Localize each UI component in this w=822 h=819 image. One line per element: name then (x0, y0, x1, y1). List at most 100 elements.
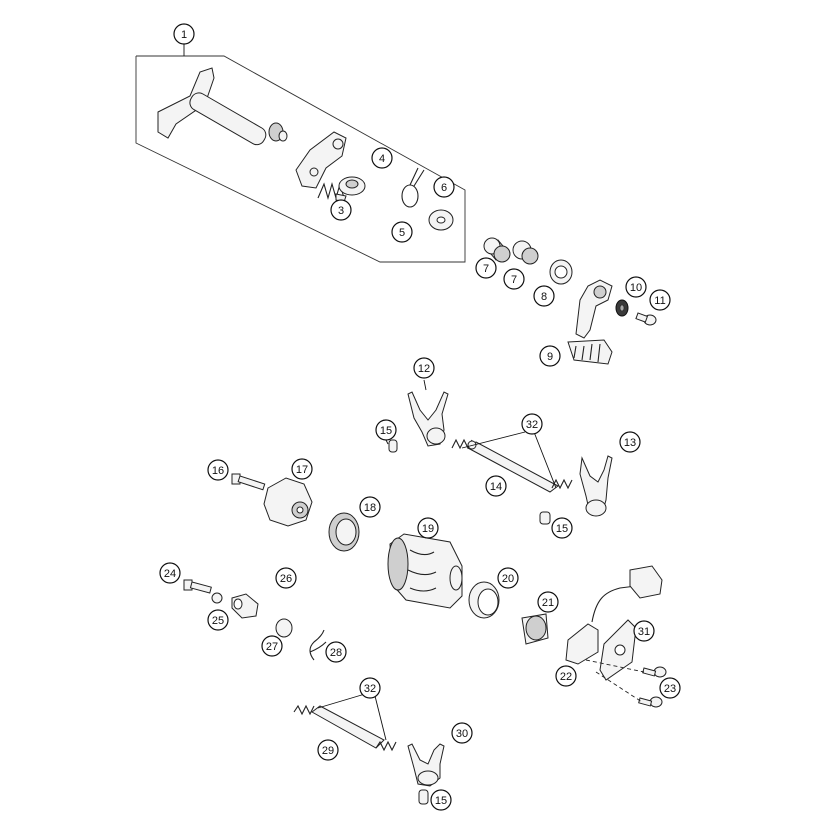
svg-text:6: 6 (441, 182, 447, 194)
shift-lever-9 (567, 279, 613, 365)
svg-text:13: 13 (624, 437, 636, 449)
callout-20: 20 (497, 567, 519, 589)
callout-1: 1 (173, 23, 195, 45)
svg-text:15: 15 (435, 795, 447, 807)
pin-15a (388, 439, 398, 453)
pin-15c (418, 789, 429, 805)
roller-27 (275, 618, 293, 638)
svg-text:18: 18 (364, 502, 376, 514)
washer-25 (211, 592, 223, 604)
svg-text:19: 19 (422, 523, 434, 535)
callout-22: 22 (555, 665, 577, 687)
screw-23b (638, 696, 663, 708)
svg-text:4: 4 (379, 153, 385, 165)
gear-sensor-22 (565, 565, 663, 665)
svg-text:27: 27 (266, 641, 278, 653)
screw-23a (642, 666, 667, 678)
spring-near-fork-13 (551, 478, 573, 490)
callout-14: 14 (485, 475, 507, 497)
shift-fork-12 (407, 391, 449, 447)
callout-29: 29 (317, 739, 339, 761)
svg-text:1: 1 (181, 29, 187, 41)
callout-11: 11 (649, 289, 671, 311)
svg-text:26: 26 (280, 573, 292, 585)
callout-4: 4 (371, 147, 393, 169)
svg-text:14: 14 (490, 481, 502, 493)
callout-27: 27 (261, 635, 283, 657)
svg-text:30: 30 (456, 728, 468, 740)
callout-24: 24 (159, 562, 181, 584)
callout-9: 9 (539, 345, 561, 367)
bracket-31 (599, 619, 637, 681)
callout-12: 12 (413, 357, 435, 379)
callout-15b: 15 (551, 517, 573, 539)
svg-text:8: 8 (541, 291, 547, 303)
svg-text:9: 9 (547, 351, 553, 363)
shift-lever-plate (295, 131, 347, 189)
callout-32b: 32 (359, 677, 381, 699)
callout-21: 21 (537, 591, 559, 613)
svg-text:28: 28 (330, 647, 342, 659)
callout-15c: 15 (430, 789, 452, 811)
svg-text:7: 7 (483, 263, 489, 275)
lever-26 (231, 593, 259, 619)
fork-shaft-14 (467, 440, 559, 493)
callout-23: 23 (659, 677, 681, 699)
assembly-frame (135, 55, 466, 263)
bushing-7a (483, 237, 511, 263)
svg-text:15: 15 (380, 425, 392, 437)
bolt-16 (231, 473, 266, 491)
svg-text:23: 23 (664, 683, 676, 695)
bolt-24 (183, 579, 212, 594)
svg-text:32: 32 (526, 419, 538, 431)
bushing-7b (512, 240, 539, 265)
svg-text:29: 29 (322, 745, 334, 757)
svg-text:21: 21 (542, 597, 554, 609)
washer-6 (428, 209, 454, 231)
svg-text:7: 7 (511, 274, 517, 286)
svg-text:12: 12 (418, 363, 430, 375)
sensor-cap-21 (521, 613, 549, 645)
callout-15a: 15 (375, 419, 397, 441)
svg-text:32: 32 (364, 683, 376, 695)
callout-19: 19 (417, 517, 439, 539)
shift-shaft-part (157, 67, 288, 146)
ratchet-part-4 (335, 176, 366, 203)
callout-3: 3 (330, 199, 352, 221)
shift-fork-30 (407, 743, 445, 787)
callout-5: 5 (391, 221, 413, 243)
svg-text:17: 17 (296, 464, 308, 476)
svg-text:24: 24 (164, 568, 176, 580)
callout-28: 28 (325, 641, 347, 663)
callout-17: 17 (291, 458, 313, 480)
callout-7a: 7 (475, 257, 497, 279)
svg-text:16: 16 (212, 465, 224, 477)
svg-text:20: 20 (502, 573, 514, 585)
svg-text:11: 11 (654, 295, 665, 307)
svg-text:5: 5 (399, 227, 405, 239)
callout-26: 26 (275, 567, 297, 589)
callout-18: 18 (359, 496, 381, 518)
callout-16: 16 (207, 459, 229, 481)
svg-text:22: 22 (560, 671, 572, 683)
bearing-18 (328, 512, 360, 552)
screw-11 (635, 312, 657, 326)
locator-17 (263, 477, 313, 527)
callout-13: 13 (619, 431, 641, 453)
callout-25: 25 (207, 609, 229, 631)
shift-drum-19 (387, 533, 463, 609)
callout-10: 10 (625, 276, 647, 298)
spring-clip-5 (401, 167, 425, 208)
seal-ring-8 (549, 259, 573, 285)
svg-text:10: 10 (630, 282, 642, 294)
spring-28 (309, 629, 327, 661)
shift-fork-13 (579, 455, 613, 517)
svg-text:15: 15 (556, 523, 568, 535)
callout-30: 30 (451, 722, 473, 744)
washer-10 (615, 299, 629, 317)
fork-shaft-29 (293, 704, 397, 752)
pin-15b (539, 511, 551, 525)
callout-6: 6 (433, 176, 455, 198)
